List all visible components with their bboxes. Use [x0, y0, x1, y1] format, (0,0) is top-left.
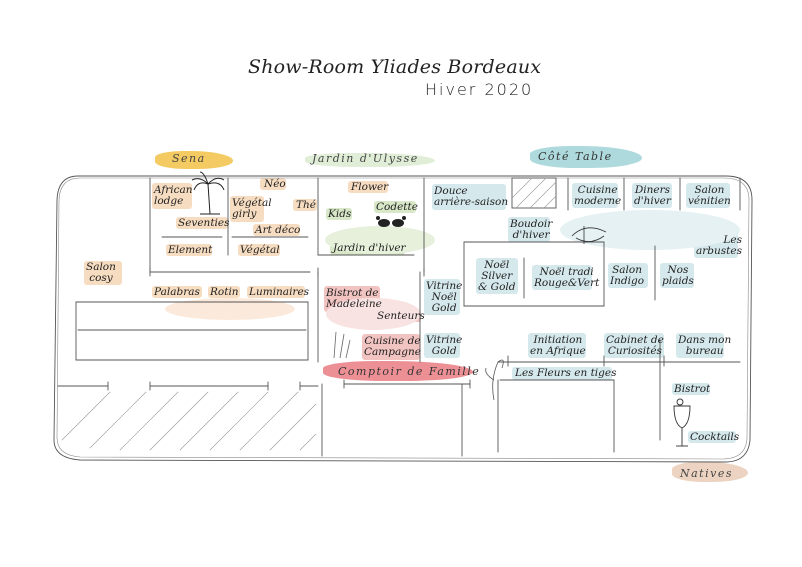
- zone-brush-comptoir: [323, 361, 473, 381]
- palm-tree-icon: [191, 171, 225, 215]
- label-bistrot: Bistrot: [674, 383, 711, 395]
- highlight-salon-cosy: [84, 261, 122, 285]
- label-cocktails: Cocktails: [690, 431, 740, 443]
- highlight-les-fleurs: [512, 367, 612, 380]
- highlight-blue-wash: [560, 210, 740, 250]
- flower-sketch-icon: [485, 359, 504, 401]
- label-senteurs: Senteurs: [377, 310, 425, 322]
- label-les-arbustes: Les arbustes: [696, 234, 742, 257]
- highlight-dans-mon-bureau: [676, 333, 724, 358]
- label-codette: Codette: [376, 201, 418, 213]
- label-cabinet: Cabinet de Curiosités: [606, 334, 664, 357]
- label-cuisine-moderne: Cuisine moderne: [574, 184, 622, 207]
- highlight-boudoir: [508, 217, 550, 242]
- highlight-vitrine-noel: [424, 279, 460, 315]
- label-noel-silver: Noël Silver & Gold: [478, 259, 516, 293]
- highlight-initiation: [528, 333, 586, 358]
- label-luminaires: Luminaires: [249, 286, 310, 298]
- highlight-green-wash: [325, 226, 435, 254]
- label-noel-tradi: Noël tradi Rouge&Vert: [534, 266, 600, 289]
- label-african-lodge: African lodge: [154, 184, 193, 207]
- highlight-vegetal-girly: [230, 196, 264, 222]
- label-boudoir: Boudoir d'hiver: [510, 218, 553, 241]
- label-jardin-hiver: Jardin d'hiver: [333, 242, 406, 254]
- zone-cote-table: Côté Table: [538, 150, 613, 163]
- label-vitrine-noel: Vitrine Noël Gold: [426, 280, 463, 314]
- highlight-cocktails: [688, 431, 736, 443]
- highlight-palabras: [152, 286, 202, 298]
- highlight-rotin: [208, 286, 240, 298]
- label-bistrot-madeleine: Bistrot de Madeleine: [326, 287, 382, 310]
- highlight-noel-silver: [476, 258, 518, 294]
- highlight-nos-plaids: [660, 263, 694, 288]
- highlight-diners: [632, 183, 672, 208]
- wheat-icon: [333, 331, 351, 359]
- zone-jardin: Jardin d'Ulysse: [312, 152, 419, 165]
- label-palabras: Palabras: [154, 286, 200, 298]
- label-diners: Diners d'hiver: [634, 184, 671, 207]
- leaves-icon: [571, 226, 607, 244]
- zone-comptoir: Comptoir de Famille: [338, 365, 481, 378]
- label-rotin: Rotin: [210, 286, 239, 298]
- label-flower: Flower: [351, 181, 389, 193]
- highlight-cuisine-moderne: [572, 183, 618, 208]
- label-dans-mon-bureau: Dans mon bureau: [678, 334, 732, 357]
- highlight-neo: [260, 178, 286, 190]
- highlight-luminaires: [247, 286, 305, 298]
- highlight-noel-tradi: [532, 265, 592, 290]
- label-nos-plaids: Nos plaids: [662, 264, 694, 287]
- zone-brush-sena: [155, 151, 233, 169]
- zone-brush-jardin: [305, 153, 435, 167]
- label-neo: Néo: [264, 178, 286, 190]
- cocktail-icon: [673, 398, 691, 447]
- label-vitrine-gold: Vitrine Gold: [426, 334, 463, 357]
- label-vegetal-girly: Végétal girly: [232, 197, 272, 220]
- highlight-salon-venitien: [686, 183, 730, 208]
- map-title: Show-Room Yliades Bordeaux: [248, 56, 542, 78]
- label-salon-venitien: Salon vénitien: [688, 184, 731, 207]
- highlight-cuisine-campagne: [362, 334, 420, 360]
- label-kids: Kids: [328, 208, 352, 220]
- label-cuisine-campagne: Cuisine de Campagne: [364, 335, 421, 358]
- birds-icon: [376, 216, 406, 227]
- map-subtitle: Hiver 2020: [425, 80, 534, 99]
- label-element: Element: [168, 244, 213, 256]
- highlight-vitrine-gold: [424, 333, 460, 358]
- highlight-art-deco: [253, 224, 300, 236]
- label-vegetal: Végétal: [240, 244, 280, 256]
- zone-sena: Sena: [172, 152, 206, 165]
- highlight-bistrot: [672, 383, 710, 395]
- highlight-kids: [326, 208, 352, 220]
- label-seventies: Seventies: [178, 217, 230, 229]
- highlight-vegetal: [238, 244, 280, 256]
- highlight-seventies: [176, 217, 228, 229]
- label-initiation: Initiation en Afrique: [530, 334, 586, 357]
- highlight-douce: [432, 184, 506, 210]
- label-douce: Douce arrière-saison: [434, 185, 509, 208]
- highlight-red-wash: [326, 298, 421, 330]
- label-les-fleurs: Les Fleurs en tiges: [515, 367, 617, 379]
- label-art-deco: Art déco: [255, 224, 301, 236]
- highlight-codette: [374, 201, 416, 213]
- highlight-salon-indigo: [608, 263, 648, 288]
- highlight-the: [293, 199, 317, 211]
- label-salon-indigo: Salon Indigo: [610, 264, 645, 287]
- zone-brush-natives: [672, 462, 748, 482]
- label-the: Thé: [296, 199, 316, 211]
- highlight-african-lodge: [152, 183, 192, 209]
- highlight-element: [166, 244, 212, 256]
- zone-brush-cote-table: [530, 146, 642, 168]
- highlight-orange-wash: [165, 298, 295, 320]
- highlight-cabinet: [604, 333, 664, 358]
- label-salon-cosy: Salon cosy: [86, 261, 116, 284]
- zone-natives: Natives: [680, 467, 733, 480]
- highlight-flower: [348, 181, 388, 193]
